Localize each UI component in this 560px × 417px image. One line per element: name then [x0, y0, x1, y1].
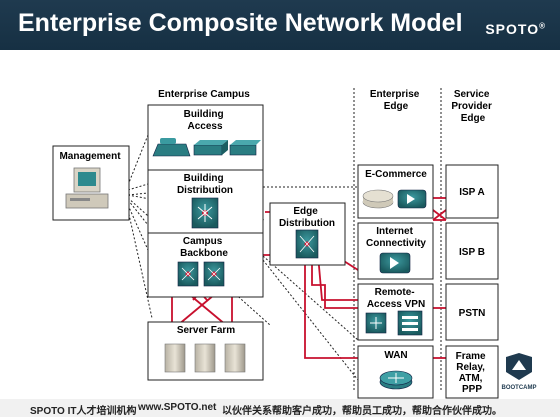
database-icon — [362, 189, 394, 209]
pstn-box: PSTN — [445, 283, 499, 341]
multilayer-switch-icon-edge — [295, 229, 319, 259]
internet-connectivity-label: Internet Connectivity — [366, 226, 426, 249]
bootcamp-logo-text: BOOTCAMP — [502, 385, 537, 391]
building-access-module: Building Access — [147, 104, 264, 171]
wan-label: WAN — [384, 350, 407, 361]
management-module: Management — [52, 145, 130, 221]
router-icon — [379, 370, 413, 390]
switch-icon-2 — [229, 140, 261, 156]
remote-access-vpn-module: Remote- Access VPN — [357, 283, 434, 341]
campus-backbone-module: Campus Backbone — [147, 232, 264, 298]
ecommerce-label: E-Commerce — [365, 169, 427, 180]
ip-phone-icon — [152, 138, 191, 157]
title-bar: Enterprise Composite Network Model SPOTO… — [0, 0, 560, 50]
isp-b-label: ISP B — [459, 247, 485, 258]
building-distribution-label: Building Distribution — [177, 173, 233, 196]
edge-distribution-label: Edge Distribution — [279, 206, 335, 229]
core-switch-icon-right — [203, 261, 225, 287]
footer-org: SPOTO IT人才培训机构 — [30, 406, 137, 417]
server-farm-label: Server Farm — [177, 325, 235, 336]
pstn-label: PSTN — [459, 308, 486, 319]
network-diagram: Enterprise Campus Enterprise Edge Servic… — [52, 88, 537, 399]
vpn-concentrator-icon — [365, 312, 387, 334]
edge-distribution-module: Edge Distribution — [269, 202, 346, 266]
footer-slogan: 以伙伴关系帮助客户成功，帮助员工成功，帮助合作伙伴成功。 — [222, 406, 502, 417]
server-farm-module: Server Farm — [147, 321, 264, 381]
header-enterprise-edge: Enterprise Edge — [370, 89, 422, 112]
firewall-icon — [397, 189, 427, 209]
frame-relay-box: Frame Relay, ATM, PPP — [445, 345, 499, 399]
switch-icon — [193, 140, 228, 156]
access-server-icon — [397, 310, 423, 336]
isp-b-box: ISP B — [445, 222, 499, 280]
internet-connectivity-module: Internet Connectivity — [357, 222, 434, 280]
ecommerce-module: E-Commerce — [357, 164, 434, 219]
isp-a-label: ISP A — [459, 187, 485, 198]
footer-url[interactable]: www.SPOTO.net — [138, 402, 217, 413]
multilayer-switch-icon — [191, 197, 219, 229]
workstation-icon — [65, 167, 109, 209]
brand-mark: ® — [539, 21, 546, 31]
server-icon — [164, 343, 246, 373]
core-switch-icon-left — [177, 261, 199, 287]
brand-name: SPOTO — [485, 21, 540, 37]
bootcamp-logo: BOOTCAMP — [502, 353, 537, 391]
frame-relay-label: Frame Relay, ATM, PPP — [456, 351, 489, 395]
building-distribution-module: Building Distribution — [147, 169, 264, 234]
management-label: Management — [59, 151, 121, 162]
header-enterprise-campus: Enterprise Campus — [158, 89, 250, 100]
isp-a-box: ISP A — [445, 164, 499, 219]
wan-module: WAN — [357, 345, 434, 399]
firewall-icon-internet — [379, 252, 411, 274]
footer-bar: SPOTO IT人才培训机构 www.SPOTO.net 以伙伴关系帮助客户成功… — [0, 399, 560, 417]
brand-logo: SPOTO® — [485, 21, 546, 37]
header-service-provider-edge: Service Provider Edge — [451, 89, 494, 124]
building-access-label: Building Access — [184, 109, 227, 132]
remote-access-vpn-label: Remote- Access VPN — [367, 287, 425, 310]
slide-title: Enterprise Composite Network Model — [18, 9, 463, 37]
campus-backbone-label: Campus Backbone — [180, 236, 228, 259]
